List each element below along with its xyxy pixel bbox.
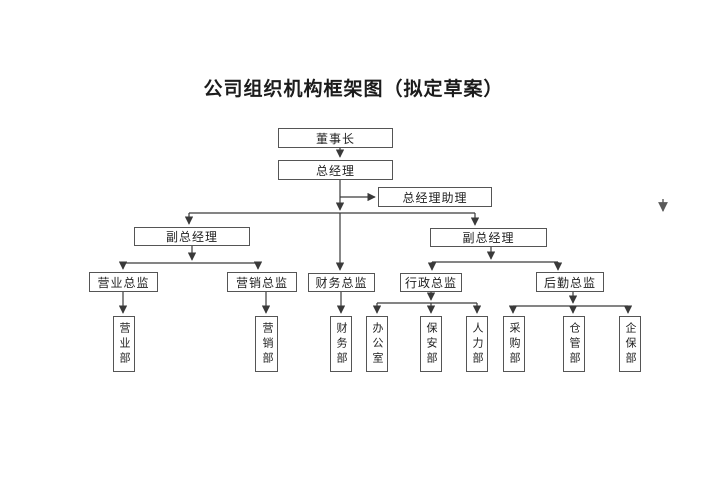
node-chairman: 董事长 [278,128,393,148]
node-dept-office: 办公室 [366,316,388,372]
node-gm-assistant: 总经理助理 [378,187,492,207]
diagram-title: 公司组织机构框架图（拟定草案） [203,79,504,100]
node-dept-enterprise-security: 企保部 [619,316,641,372]
node-dept-sales: 营业部 [113,316,135,372]
node-director-marketing: 营销总监 [227,272,297,292]
node-director-sales: 营业总监 [89,272,158,292]
node-deputy-gm-left: 副总经理 [134,227,250,246]
node-director-finance: 财务总监 [308,273,375,292]
node-dept-hr: 人力部 [466,316,488,372]
node-director-logistics: 后勤总监 [536,272,604,292]
node-director-admin: 行政总监 [400,273,462,292]
node-dept-marketing: 营销部 [255,316,278,372]
node-general-manager: 总经理 [278,160,393,180]
node-dept-warehouse: 仓管部 [563,316,585,372]
node-dept-security: 保安部 [420,316,442,372]
node-dept-purchasing: 采购部 [503,316,525,372]
node-dept-finance: 财务部 [330,316,352,372]
node-deputy-gm-right: 副总经理 [430,228,547,247]
